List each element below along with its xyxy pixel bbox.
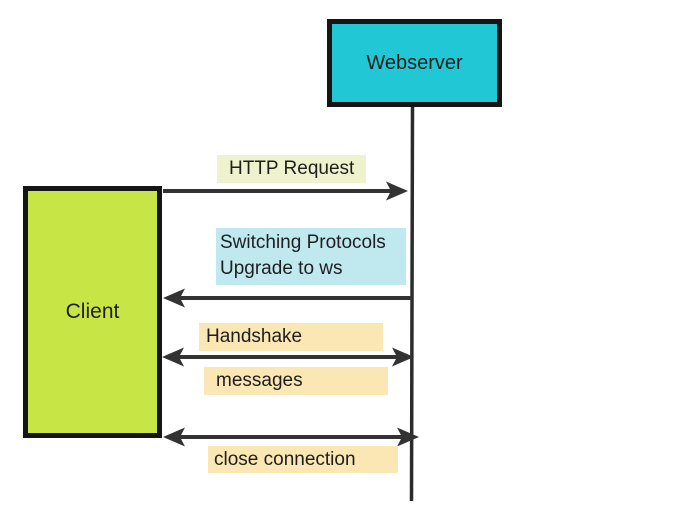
arrow-http-request (163, 181, 408, 201)
arrowhead-right-icon (392, 347, 414, 367)
switching-protocols-label: Switching Protocols Upgrade to ws (216, 228, 406, 285)
messages-label: messages (204, 367, 388, 395)
http-request-label: HTTP Request (217, 155, 367, 183)
arrowhead-left-icon (162, 347, 184, 367)
client-box: Client (23, 186, 162, 438)
arrow-close-connection (163, 427, 419, 447)
arrow-handshake (162, 347, 414, 367)
arrowhead-left-icon (163, 427, 185, 447)
arrowhead-left-icon (163, 288, 185, 308)
arrowhead-right-icon (397, 427, 419, 447)
webserver-lifeline (409, 104, 415, 502)
arrow-switching-protocols (163, 288, 412, 308)
webserver-box: Webserver (327, 19, 502, 107)
switching-protocols-line1: Switching Protocols (220, 232, 386, 253)
close-connection-label: close connection (208, 446, 398, 473)
client-label: Client (65, 300, 120, 323)
switching-protocols-line2: Upgrade to ws (220, 258, 343, 279)
webserver-label: Webserver (366, 51, 463, 74)
handshake-label: Handshake (199, 323, 383, 351)
arrowhead-right-icon (386, 181, 408, 201)
